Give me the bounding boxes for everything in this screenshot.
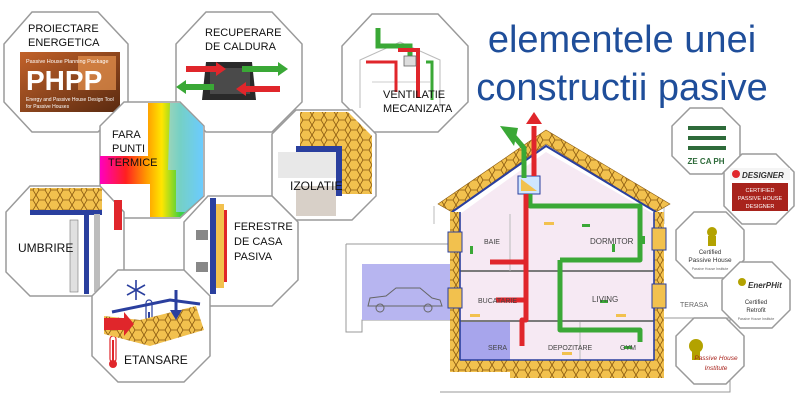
badge-certified-passive-house: Certified Passive House Passive House In…: [675, 211, 745, 279]
car-icon: [367, 287, 443, 313]
arrow-icon: [186, 66, 216, 72]
heat-recovery-label-line-2: DE CALDURA: [205, 41, 277, 53]
phpp-logo: PHPP: [26, 65, 102, 96]
certified-ph-line-2: Passive House: [688, 257, 732, 264]
certified-ph-line-1: Certified: [699, 250, 721, 256]
zeh-logo-text: ZE CA PH: [687, 157, 724, 166]
title-line-2: constructii pasive: [476, 67, 767, 109]
snowflake-icon: [126, 280, 146, 300]
title-line-1: elementele unei: [488, 19, 756, 61]
designer-line-2: PASSIVE HOUSE: [738, 196, 783, 202]
ventilation-label-line-2: MECANIZATA: [383, 103, 453, 115]
octagon-windows: FERESTRE DE CASA PASIVA: [183, 195, 299, 307]
room-storage: DEPOZITARE: [548, 345, 593, 352]
phi-line-2: Institute: [705, 365, 728, 372]
badge-enerphit: EnerPHit Certified Retrofit Passive Hous…: [721, 261, 791, 329]
phpp-caption-1: Energy and Passive House Design Tool: [26, 97, 114, 103]
room-living: LIVING: [592, 295, 618, 304]
room-kitchen: BUCATARIE: [478, 298, 517, 305]
certified-ph-line-3: Passive House Institute: [692, 267, 729, 271]
phi-line-1: Passive House: [694, 355, 738, 362]
octagon-insulation: IZOLATIE: [271, 109, 377, 221]
phpp-caption-2: for Passive Houses: [26, 104, 70, 110]
designer-line-1: CERTIFIED: [746, 188, 775, 194]
octagon-thermal-bridges: FARA PUNTI TERMICE: [99, 101, 205, 219]
octagon-energy-design: PROIECTARE ENERGETICA Passive House Plan…: [3, 11, 129, 133]
arrow-icon: [500, 126, 518, 146]
room-gym: GYM: [620, 345, 636, 352]
octagon-ventilation: VENTILATIE MECANIZATA: [341, 13, 469, 133]
phpp-label-line-1: PROIECTARE: [28, 23, 99, 35]
designer-line-3: DESIGNER: [746, 204, 775, 210]
designer-brand: DESIGNER: [742, 171, 784, 180]
insulation-label: IZOLATIE: [290, 179, 342, 193]
enerphit-line-2: Retrofit: [746, 308, 766, 314]
house-section: BAIE DORMITOR BUCATARIE LIVING DEPOZITAR…: [345, 112, 731, 393]
octagon-shading: UMBRIRE: [5, 185, 125, 297]
enerphit-brand: EnerPHit: [748, 281, 782, 290]
ventilation-label-line-1: VENTILATIE: [383, 89, 445, 101]
badge-designer: DESIGNER CERTIFIED PASSIVE HOUSE DESIGNE…: [723, 153, 795, 225]
airtightness-label: ETANSARE: [124, 353, 188, 367]
badge-passive-house-institute: Passive House Institute: [675, 317, 745, 385]
fresh-air-duct: [510, 132, 643, 342]
thermal-bridges-label-line-1: FARA: [112, 129, 141, 141]
arrow-icon: [526, 112, 542, 124]
room-bedroom: DORMITOR: [590, 237, 634, 246]
windows-label-line-3: PASIVA: [234, 251, 273, 263]
windows-label-line-1: FERESTRE: [234, 221, 293, 233]
octagon-heat-recovery: RECUPERARE DE CALDURA: [175, 11, 303, 133]
terrace-label: TERASA: [680, 302, 708, 309]
shading-label: UMBRIRE: [18, 241, 73, 255]
phpp-subtitle: Passive House Planning Package: [26, 59, 109, 65]
badge-zeh: ZE CA PH: [671, 107, 741, 175]
enerphit-line-3: Passive House Institute: [738, 317, 775, 321]
thermal-bridges-label-line-3: TERMICE: [108, 157, 158, 169]
windows-label-line-2: DE CASA: [234, 236, 283, 248]
heat-recovery-label-line-1: RECUPERARE: [205, 27, 281, 39]
phpp-label-line-2: ENERGETICA: [28, 37, 100, 49]
octagon-airtightness: ETANSARE: [91, 269, 211, 383]
room-bath: BAIE: [484, 239, 500, 246]
thermal-bridges-label-line-2: PUNTI: [112, 143, 145, 155]
exhaust-air-duct: [490, 126, 537, 346]
room-garage: SERA: [488, 345, 507, 352]
enerphit-line-1: Certified: [745, 300, 767, 306]
